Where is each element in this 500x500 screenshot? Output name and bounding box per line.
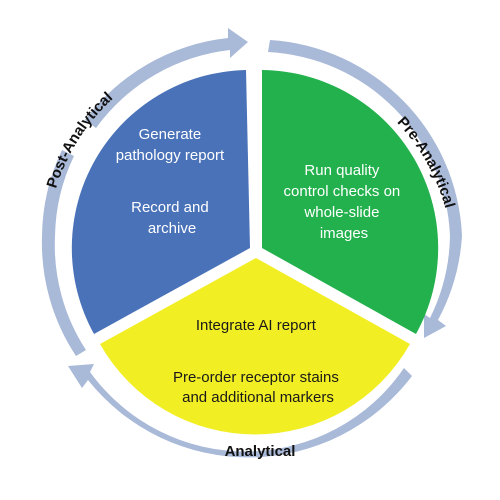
- pre-line-4: images: [320, 225, 368, 242]
- pre-analytical-text: Run quality control checks on whole-slid…: [284, 162, 405, 242]
- post-line-2: pathology report: [116, 147, 225, 164]
- ring-arrow-right: [268, 40, 462, 338]
- ring-arrow-top: [85, 28, 248, 128]
- post-line-5: archive: [148, 220, 196, 237]
- pre-line-2: control checks on: [284, 183, 401, 200]
- ana-line-3: Pre-order receptor stains: [173, 369, 339, 386]
- ring-arrow-left: [41, 150, 86, 356]
- stage-label-analytical: Analytical: [225, 443, 296, 460]
- segment-pre-analytical: [262, 70, 439, 334]
- segment-post-analytical: [71, 70, 250, 334]
- ana-line-4: and additional markers: [182, 389, 334, 406]
- pre-line-1: Run quality: [304, 162, 380, 179]
- analytical-text: Integrate AI report Pre-order receptor s…: [173, 317, 343, 406]
- ring-arrow-bottom: [68, 364, 412, 458]
- ana-line-1: Integrate AI report: [196, 317, 317, 334]
- post-line-1: Generate: [139, 126, 202, 143]
- post-line-4: Record and: [131, 199, 209, 216]
- pre-line-3: whole-slide: [303, 204, 379, 221]
- segment-analytical: [100, 258, 410, 435]
- post-analytical-text: Generate pathology report Record and arc…: [116, 126, 229, 237]
